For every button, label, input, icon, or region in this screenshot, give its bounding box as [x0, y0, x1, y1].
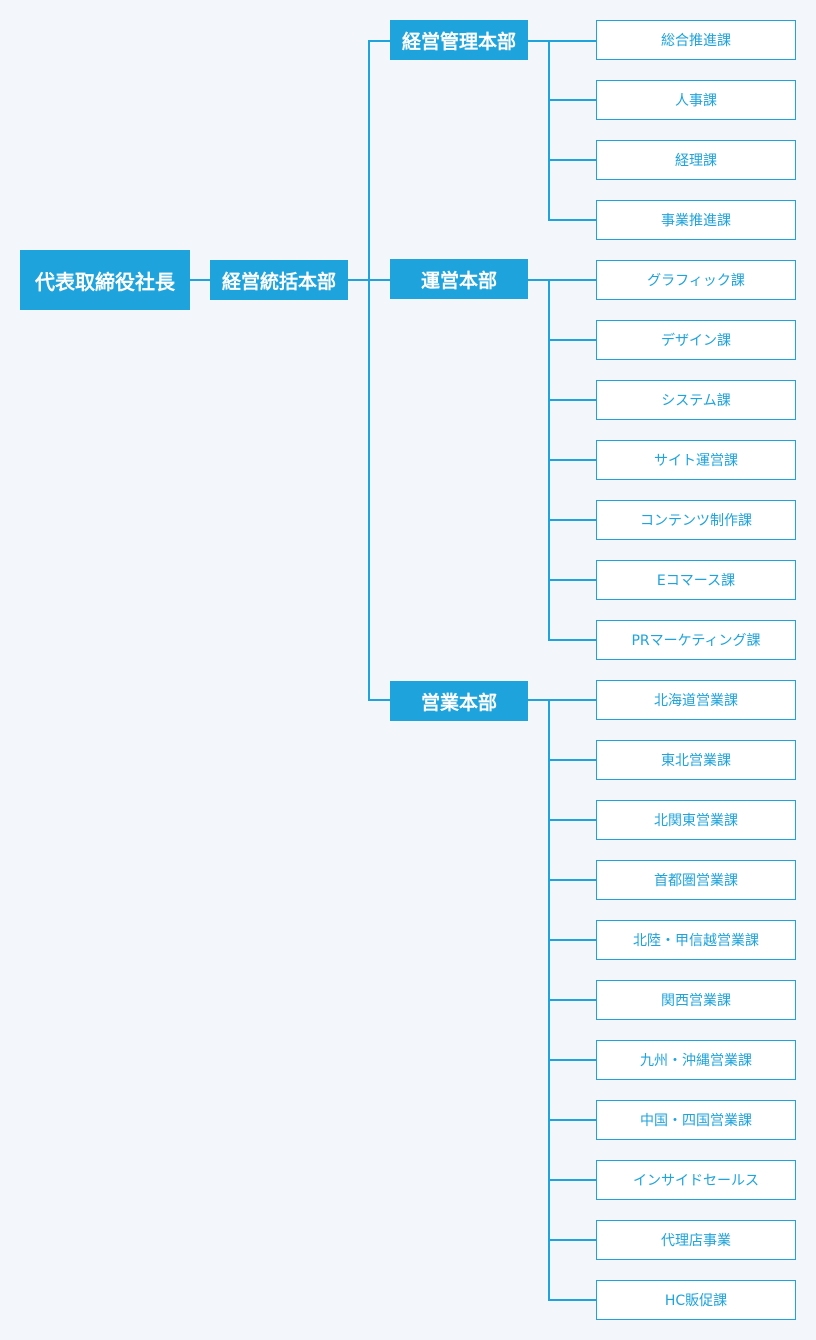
connector-to-division-2 — [368, 279, 390, 281]
section-box: PRマーケティング課 — [596, 620, 796, 660]
branch-line — [548, 579, 598, 581]
division-box: 経営管理本部 — [390, 20, 528, 60]
branch-line — [548, 99, 598, 101]
branch-line — [548, 1239, 598, 1241]
general-hq-box: 経営統括本部 — [210, 260, 348, 300]
ceo-box: 代表取締役社長 — [20, 250, 190, 310]
section-box: 代理店事業 — [596, 1220, 796, 1260]
branch-line — [548, 219, 598, 221]
branch-line — [548, 459, 598, 461]
branch-line — [548, 879, 598, 881]
connector-hq-to-trunk — [348, 279, 370, 281]
section-box: サイト運営課 — [596, 440, 796, 480]
connector-main-trunk — [368, 40, 370, 701]
section-box: 首都圏営業課 — [596, 860, 796, 900]
connector-to-division-3 — [368, 699, 390, 701]
section-box: インサイドセールス — [596, 1160, 796, 1200]
branch-line — [548, 639, 598, 641]
connector-division-3-out — [528, 699, 598, 701]
branch-line — [548, 1179, 598, 1181]
section-box: 経理課 — [596, 140, 796, 180]
section-box: 九州・沖縄営業課 — [596, 1040, 796, 1080]
branch-line — [548, 399, 598, 401]
section-box: 総合推進課 — [596, 20, 796, 60]
section-box: コンテンツ制作課 — [596, 500, 796, 540]
section-box: 事業推進課 — [596, 200, 796, 240]
division-box: 営業本部 — [390, 681, 528, 721]
branch-line — [548, 339, 598, 341]
section-box: 北陸・甲信越営業課 — [596, 920, 796, 960]
branch-line — [548, 519, 598, 521]
branch-line — [548, 759, 598, 761]
connector-division-1-out — [528, 40, 598, 42]
connector-ceo-to-hq — [190, 279, 210, 281]
section-box: デザイン課 — [596, 320, 796, 360]
section-box: Eコマース課 — [596, 560, 796, 600]
section-box: 東北営業課 — [596, 740, 796, 780]
section-box: 北海道営業課 — [596, 680, 796, 720]
division-box: 運営本部 — [390, 259, 528, 299]
branch-line — [548, 159, 598, 161]
connector-division-2-out — [528, 279, 598, 281]
branch-line — [548, 999, 598, 1001]
section-box: 関西営業課 — [596, 980, 796, 1020]
branch-line — [548, 1299, 598, 1301]
connector-division-1-trunk — [548, 40, 550, 221]
section-box: システム課 — [596, 380, 796, 420]
section-box: 北関東営業課 — [596, 800, 796, 840]
section-box: 人事課 — [596, 80, 796, 120]
branch-line — [548, 1119, 598, 1121]
section-box: HC販促課 — [596, 1280, 796, 1320]
section-box: 中国・四国営業課 — [596, 1100, 796, 1140]
section-box: グラフィック課 — [596, 260, 796, 300]
branch-line — [548, 1059, 598, 1061]
connector-to-division-1 — [368, 40, 390, 42]
branch-line — [548, 939, 598, 941]
branch-line — [548, 819, 598, 821]
